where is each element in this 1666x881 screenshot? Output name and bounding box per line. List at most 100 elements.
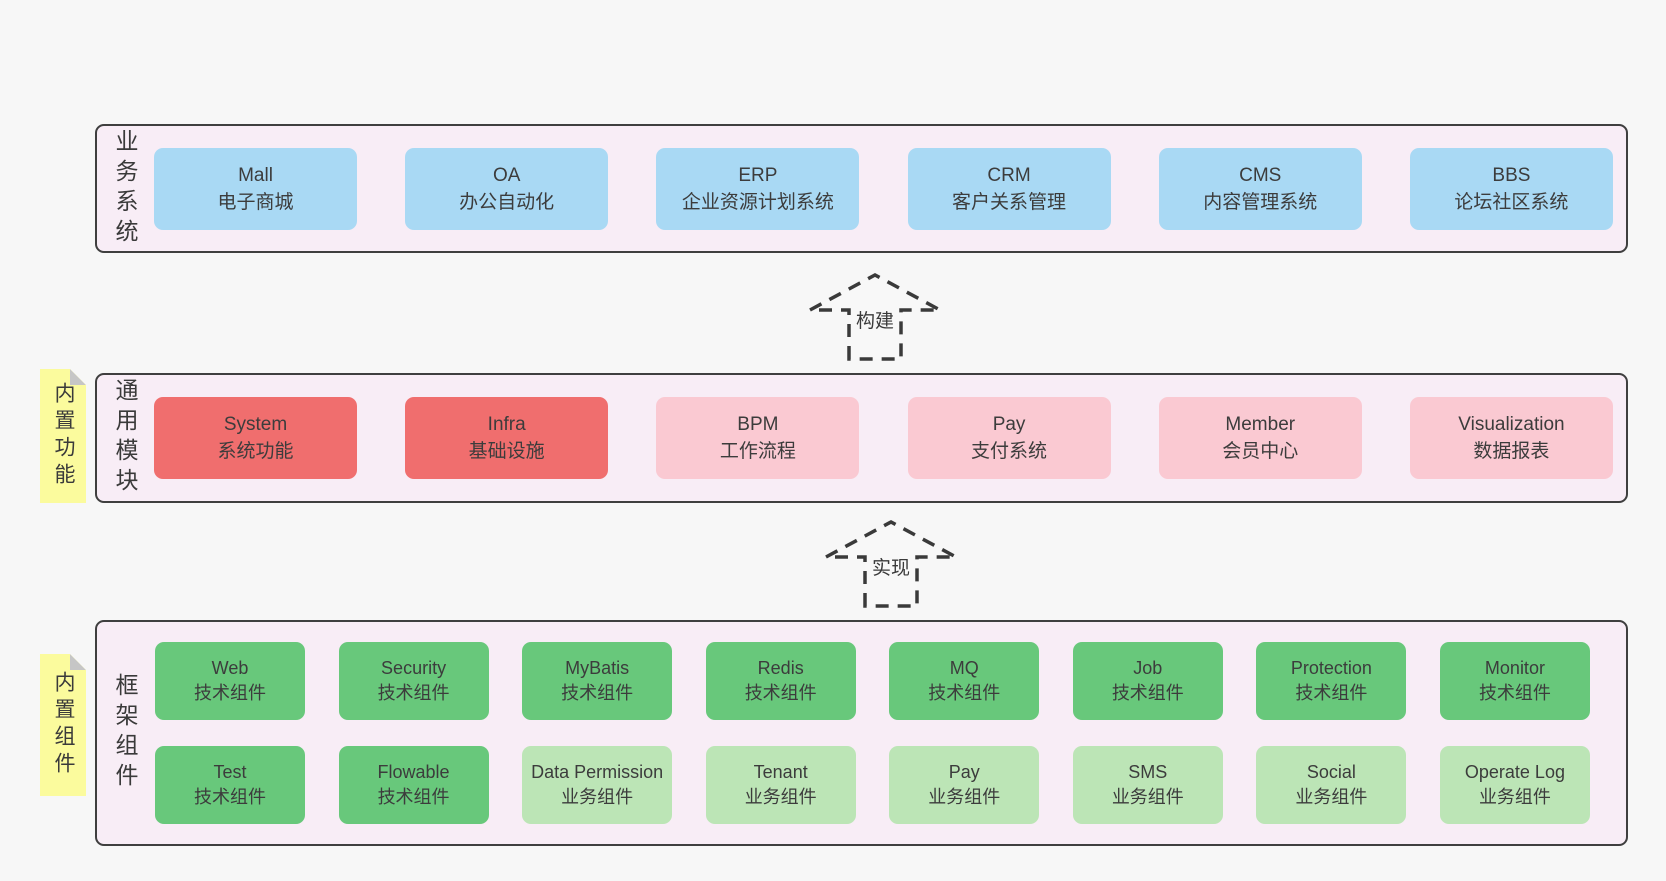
box-subtitle: 技术组件 xyxy=(1478,683,1551,703)
box-title: Monitor xyxy=(1484,658,1545,678)
box-title: Security xyxy=(381,658,447,678)
folded-corner-icon xyxy=(70,654,86,670)
box-subtitle: 业务组件 xyxy=(561,787,634,807)
band-common-modules: 通用模块 System 系统功能 Infra 基础设施 BPM 工作流程 Pay… xyxy=(95,373,1628,503)
box-subtitle: 技术组件 xyxy=(744,683,817,703)
box-operate-log: Operate Log 业务组件 xyxy=(1439,746,1590,824)
box-subtitle: 技术组件 xyxy=(928,683,1001,703)
box-subtitle: 业务组件 xyxy=(744,787,817,807)
folded-corner-icon xyxy=(70,369,86,385)
box-title: Web xyxy=(211,658,249,678)
box-bbs: BBS 论坛社区系统 xyxy=(1409,147,1613,230)
box-tenant: Tenant 业务组件 xyxy=(705,746,856,824)
box-security: Security 技术组件 xyxy=(338,642,489,720)
box-subtitle: 基础设施 xyxy=(468,441,545,462)
box-title: BPM xyxy=(737,414,779,435)
box-title: Data Permission xyxy=(531,762,664,782)
band-label-business-systems: 业务系统 xyxy=(112,128,138,249)
box-subtitle: 电子商城 xyxy=(217,191,294,213)
box-system: System 系统功能 xyxy=(154,397,357,479)
note-built-in-components: 内置组件 xyxy=(40,654,86,796)
box-subtitle: 业务组件 xyxy=(1111,787,1184,807)
box-subtitle: 技术组件 xyxy=(377,787,450,807)
band-label-common-modules: 通用模块 xyxy=(112,378,138,498)
box-subtitle: 业务组件 xyxy=(928,787,1001,807)
common-modules-row: System 系统功能 Infra 基础设施 BPM 工作流程 Pay 支付系统… xyxy=(154,375,1613,501)
box-crm: CRM 客户关系管理 xyxy=(907,147,1111,230)
box-job: Job 技术组件 xyxy=(1072,642,1223,720)
implement-arrow: 实现 xyxy=(821,519,961,609)
box-mq: MQ 技术组件 xyxy=(889,642,1040,720)
biz-components-row: Test 技术组件 Flowable 技术组件 Data Permission … xyxy=(155,746,1590,824)
box-erp: ERP 企业资源计划系统 xyxy=(656,147,860,230)
band-business-systems: 业务系统 Mall 电子商城 OA 办公自动化 ERP 企业资源计划系统 CRM… xyxy=(95,124,1628,253)
box-subtitle: 系统功能 xyxy=(217,441,294,462)
box-title: Pay xyxy=(948,762,980,782)
band-framework-components: 框架组件 Web 技术组件 Security 技术组件 MyBatis 技术组件… xyxy=(95,620,1628,846)
box-pay-module: Pay 支付系统 xyxy=(907,397,1111,479)
box-title: MyBatis xyxy=(565,658,630,678)
build-arrow: 构建 xyxy=(805,272,945,362)
box-infra: Infra 基础设施 xyxy=(405,397,609,479)
box-subtitle: 技术组件 xyxy=(377,683,450,703)
note-text: 内置功能 xyxy=(52,382,75,490)
box-subtitle: 业务组件 xyxy=(1478,787,1551,807)
box-subtitle: 技术组件 xyxy=(1295,683,1368,703)
box-title: Member xyxy=(1225,414,1296,435)
box-subtitle: 支付系统 xyxy=(971,441,1048,462)
note-text: 内置组件 xyxy=(52,671,75,779)
box-mall: Mall 电子商城 xyxy=(154,147,357,230)
box-title: Flowable xyxy=(377,762,450,782)
box-title: Visualization xyxy=(1458,414,1565,435)
box-subtitle: 工作流程 xyxy=(719,441,796,462)
box-title: Protection xyxy=(1290,658,1372,678)
box-title: SMS xyxy=(1128,762,1168,782)
box-redis: Redis 技术组件 xyxy=(705,642,856,720)
box-title: Mall xyxy=(238,164,273,186)
box-test: Test 技术组件 xyxy=(155,746,305,824)
box-title: BBS xyxy=(1492,164,1531,186)
box-visualization: Visualization 数据报表 xyxy=(1409,397,1613,479)
box-data-permission: Data Permission 业务组件 xyxy=(522,746,673,824)
business-systems-row: Mall 电子商城 OA 办公自动化 ERP 企业资源计划系统 CRM 客户关系… xyxy=(154,126,1613,251)
box-subtitle: 企业资源计划系统 xyxy=(681,191,834,213)
band-label-framework-components: 框架组件 xyxy=(112,673,138,793)
box-title: Infra xyxy=(487,414,526,435)
box-subtitle: 技术组件 xyxy=(194,787,266,807)
box-member: Member 会员中心 xyxy=(1158,397,1362,479)
box-title: Redis xyxy=(757,658,804,678)
box-subtitle: 技术组件 xyxy=(194,683,266,703)
box-protection: Protection 技术组件 xyxy=(1256,642,1407,720)
build-arrow-label: 构建 xyxy=(852,306,898,333)
box-bpm: BPM 工作流程 xyxy=(656,397,860,479)
box-subtitle: 数据报表 xyxy=(1473,441,1550,462)
tech-components-row: Web 技术组件 Security 技术组件 MyBatis 技术组件 Redi… xyxy=(155,642,1590,720)
box-title: MQ xyxy=(949,658,979,678)
box-sms: SMS 业务组件 xyxy=(1072,746,1223,824)
box-subtitle: 会员中心 xyxy=(1222,441,1299,462)
box-title: Job xyxy=(1133,658,1163,678)
box-title: CRM xyxy=(987,164,1031,186)
box-cms: CMS 内容管理系统 xyxy=(1158,147,1362,230)
box-title: Operate Log xyxy=(1464,762,1565,782)
box-subtitle: 论坛社区系统 xyxy=(1454,191,1569,213)
box-subtitle: 技术组件 xyxy=(561,683,634,703)
box-title: Pay xyxy=(992,414,1026,435)
box-monitor: Monitor 技术组件 xyxy=(1439,642,1590,720)
box-title: Test xyxy=(213,762,247,782)
box-title: Tenant xyxy=(753,762,808,782)
box-oa: OA 办公自动化 xyxy=(405,147,609,230)
box-pay-component: Pay 业务组件 xyxy=(889,746,1040,824)
box-subtitle: 内容管理系统 xyxy=(1203,191,1318,213)
implement-arrow-label: 实现 xyxy=(868,553,914,580)
box-social: Social 业务组件 xyxy=(1256,746,1407,824)
framework-components-grid: Web 技术组件 Security 技术组件 MyBatis 技术组件 Redi… xyxy=(155,642,1590,824)
box-title: CMS xyxy=(1239,164,1282,186)
box-title: OA xyxy=(492,164,521,186)
box-title: System xyxy=(223,414,288,435)
box-subtitle: 技术组件 xyxy=(1111,683,1184,703)
box-title: Social xyxy=(1306,762,1356,782)
box-flowable: Flowable 技术组件 xyxy=(338,746,489,824)
box-title: ERP xyxy=(738,164,778,186)
